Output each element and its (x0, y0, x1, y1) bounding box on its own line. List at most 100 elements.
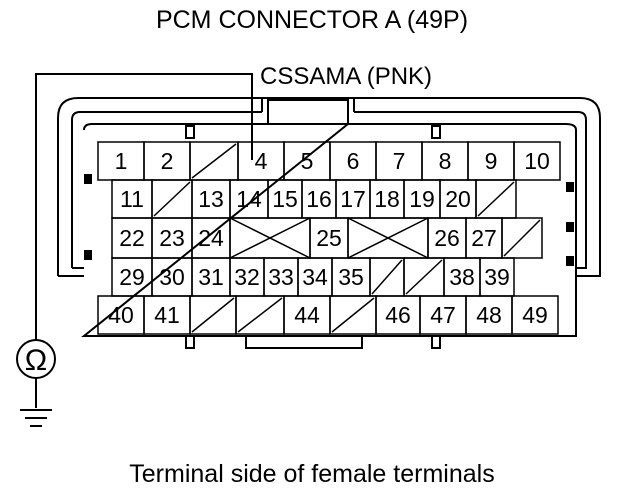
terminal-number: 24 (198, 225, 224, 251)
terminal-32: 32 (229, 257, 265, 297)
side-marker (84, 250, 92, 260)
terminal-22: 22 (111, 217, 153, 259)
terminal-number: 41 (154, 302, 180, 328)
terminal-blank (475, 179, 517, 219)
terminal-18: 18 (369, 179, 405, 219)
terminal-number: 22 (119, 225, 145, 251)
terminal-number: 44 (294, 302, 320, 328)
terminal-49: 49 (511, 295, 559, 335)
terminal-number: 9 (485, 148, 498, 174)
terminal-number: 15 (272, 186, 298, 212)
terminal-47: 47 (419, 295, 467, 335)
probe-wire (35, 73, 253, 340)
terminal-number: 16 (306, 186, 332, 212)
terminal-number: 46 (385, 302, 411, 328)
terminal-26: 26 (427, 217, 467, 259)
terminal-40: 40 (97, 295, 145, 335)
terminal-blank (229, 217, 311, 259)
terminal-number: 6 (347, 148, 360, 174)
terminal-1: 1 (97, 141, 145, 181)
ohm-symbol: Ω (25, 344, 47, 377)
terminal-blank (329, 295, 377, 335)
side-marker (566, 256, 574, 266)
diagram-title: PCM CONNECTOR A (49P) (156, 6, 468, 34)
terminal-11: 11 (111, 179, 153, 219)
terminal-6: 6 (329, 141, 377, 181)
terminal-number: 14 (236, 186, 262, 212)
terminal-7: 7 (375, 141, 423, 181)
terminal-9: 9 (467, 141, 515, 181)
terminal-number: 10 (524, 148, 550, 174)
terminal-number: 30 (159, 264, 185, 290)
terminal-number: 40 (108, 302, 134, 328)
terminal-29: 29 (111, 257, 153, 297)
terminal-46: 46 (375, 295, 421, 335)
caption: Terminal side of female terminals (129, 460, 494, 488)
terminal-24: 24 (191, 217, 231, 259)
terminal-blank (235, 295, 285, 335)
terminal-31: 31 (191, 257, 231, 297)
terminal-number: 25 (316, 225, 342, 251)
terminal-10: 10 (513, 141, 561, 181)
terminal-blank (347, 217, 429, 259)
terminal-number: 5 (301, 148, 314, 174)
terminal-blank (151, 179, 193, 219)
terminal-number: 19 (409, 186, 435, 212)
terminal-number: 13 (198, 186, 224, 212)
terminal-blank (403, 257, 445, 297)
terminal-number: 18 (374, 186, 400, 212)
terminal-38: 38 (443, 257, 481, 297)
terminal-number: 1 (115, 148, 128, 174)
terminal-blank (189, 295, 237, 335)
terminal-number: 8 (439, 148, 452, 174)
terminal-35: 35 (331, 257, 371, 297)
terminal-17: 17 (335, 179, 371, 219)
terminal-number: 34 (302, 264, 328, 290)
terminal-2: 2 (143, 141, 191, 181)
terminal-blank (189, 141, 239, 181)
terminal-number: 4 (255, 148, 268, 174)
connector-housing (57, 97, 601, 349)
terminal-blank (501, 217, 543, 259)
terminal-39: 39 (479, 257, 515, 297)
terminal-number: 29 (119, 264, 145, 290)
terminal-19: 19 (403, 179, 441, 219)
terminal-16: 16 (301, 179, 337, 219)
terminal-13: 13 (191, 179, 231, 219)
terminal-number: 33 (268, 264, 294, 290)
terminal-33: 33 (263, 257, 299, 297)
terminal-number: 47 (430, 302, 456, 328)
terminal-blank (369, 257, 405, 297)
terminal-34: 34 (297, 257, 333, 297)
terminal-number: 38 (449, 264, 475, 290)
side-marker (566, 222, 574, 232)
ohmmeter-icon: Ω (16, 339, 56, 379)
terminal-number: 49 (522, 302, 548, 328)
terminal-number: 39 (484, 264, 510, 290)
terminal-25: 25 (309, 217, 349, 259)
terminal-23: 23 (151, 217, 193, 259)
terminal-15: 15 (267, 179, 303, 219)
terminal-number: 27 (471, 225, 497, 251)
terminal-8: 8 (421, 141, 469, 181)
terminal-5: 5 (283, 141, 331, 181)
terminal-number: 31 (198, 264, 224, 290)
terminal-number: 7 (393, 148, 406, 174)
ground-icon (20, 409, 52, 427)
side-marker (566, 182, 574, 192)
side-marker (84, 174, 92, 184)
terminal-4: 4 (237, 141, 285, 181)
terminal-number: 11 (120, 186, 144, 212)
terminal-number: 35 (338, 264, 364, 290)
terminal-number: 23 (159, 225, 185, 251)
terminal-number: 2 (161, 148, 174, 174)
terminal-14: 14 (229, 179, 269, 219)
terminal-48: 48 (465, 295, 513, 335)
wire-label: CSSAMA (PNK) (260, 63, 432, 90)
terminal-44: 44 (283, 295, 331, 335)
terminal-number: 17 (340, 186, 366, 212)
terminal-20: 20 (439, 179, 477, 219)
terminal-number: 48 (476, 302, 502, 328)
